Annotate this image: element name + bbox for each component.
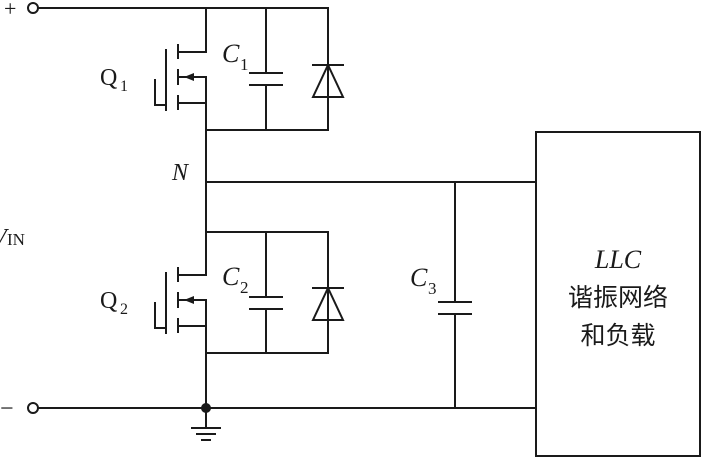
c2-diode-block: [205, 231, 345, 354]
q2-mosfet: [154, 231, 207, 354]
c3-subscript: 3: [428, 279, 437, 298]
q2-label: Q: [100, 288, 117, 314]
c2-label: C: [222, 262, 240, 291]
llc-line-3: 和负载: [580, 321, 655, 350]
q1-mosfet: [154, 7, 207, 131]
vin-subscript: IN: [7, 230, 25, 249]
node-n-wiring: [205, 129, 537, 233]
plus-terminal: [27, 2, 39, 14]
q2-arrow-icon: [184, 296, 194, 304]
bottom-rail: [27, 352, 537, 441]
q1-subscript: 1: [120, 78, 128, 95]
c1-label: C: [222, 39, 240, 68]
q2-subscript: 2: [120, 301, 128, 318]
llc-network-box: [535, 131, 701, 457]
minus-label: −: [0, 396, 14, 422]
c3-capacitor: [438, 181, 472, 409]
llc-line-2: 谐振网络: [568, 283, 668, 312]
d2-diode-icon: [311, 285, 345, 321]
q1-label: Q: [100, 65, 117, 91]
top-rail: [27, 2, 329, 14]
q1-arrow-icon: [184, 73, 194, 81]
c1-subscript: 1: [240, 55, 249, 74]
c3-label: C: [410, 263, 428, 292]
c2-subscript: 2: [240, 278, 249, 297]
node-n-label: N: [171, 160, 190, 186]
d1-diode-icon: [311, 62, 345, 98]
llc-title: LLC: [594, 245, 642, 274]
plus-label: +: [4, 0, 16, 21]
vin-label: V: [0, 225, 9, 251]
minus-terminal: [27, 402, 39, 414]
c1-diode-block: [205, 7, 345, 131]
